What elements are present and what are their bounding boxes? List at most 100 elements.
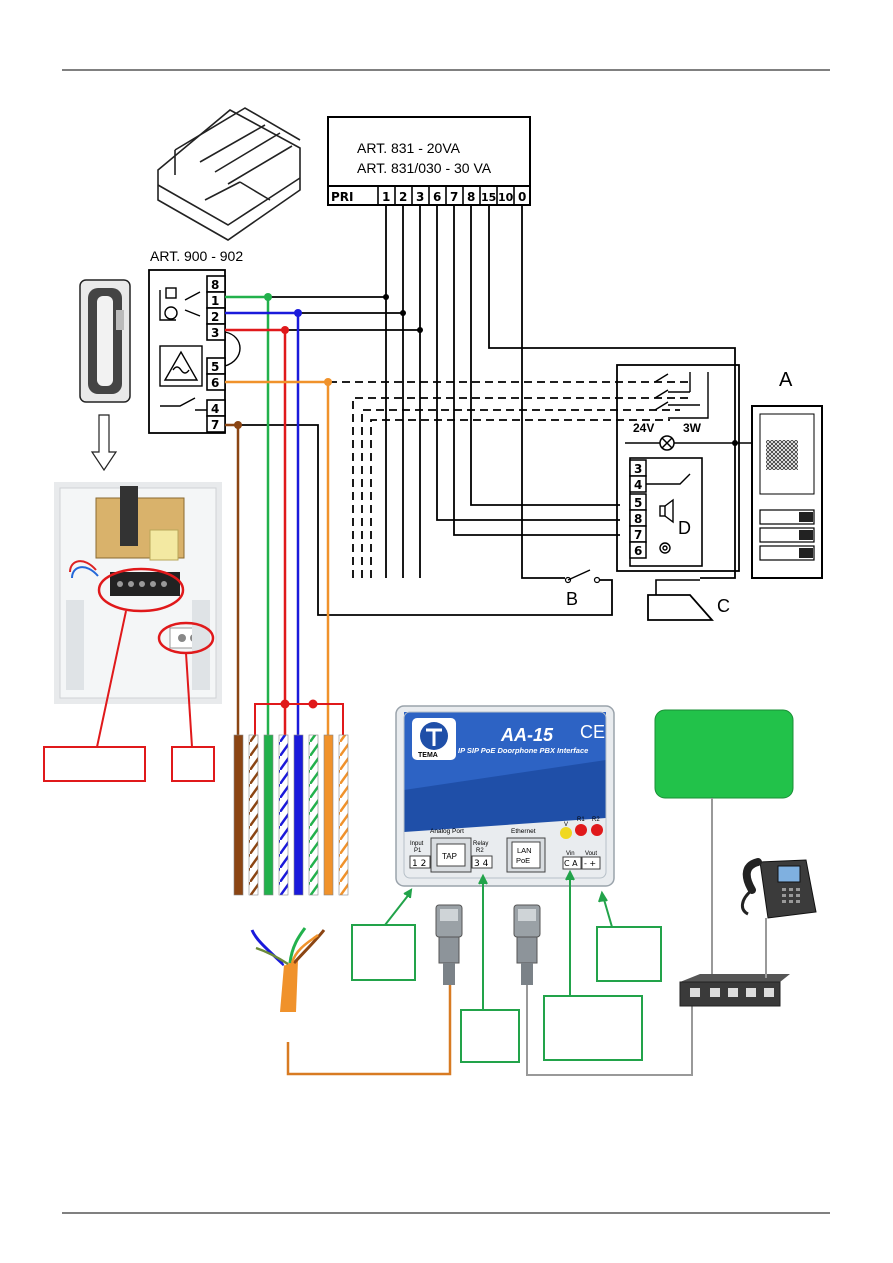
wire-brown [225, 423, 240, 735]
callout-box-terminal [43, 746, 146, 782]
handset-terminal-2: 2 [211, 310, 219, 324]
callout-relay [460, 1009, 520, 1063]
handset-title: ART. 900 - 902 [150, 248, 243, 264]
panel-terminal-6: 6 [634, 544, 642, 558]
handset-icon [79, 279, 131, 403]
rj45-plug-icon [435, 904, 463, 985]
wire-blue [225, 311, 300, 735]
aa15-device: TEMA AA-15 CE IP SIP PoE Doorphone PBX I… [395, 705, 615, 887]
cable-to-tap [286, 985, 452, 1076]
lock-label: C [717, 596, 730, 616]
handset-terminal-4: 4 [211, 402, 219, 416]
red-callouts [43, 610, 215, 782]
panel-label: A [779, 369, 793, 391]
terminal-3: 3 [416, 190, 424, 204]
r2-label: R2 [476, 848, 484, 854]
handset-terminal-1: 1 [211, 294, 219, 308]
input-pins: 1 2 [412, 859, 426, 869]
handset-open-photo [54, 482, 222, 704]
ethernet-label: Ethernet [511, 828, 536, 835]
input-label: Input [410, 841, 424, 847]
lan-cable [526, 985, 693, 1076]
led-r1 [575, 824, 587, 836]
transformer-wires [385, 205, 736, 579]
tema-logo: TEMA [412, 718, 456, 760]
terminal-8: 8 [467, 190, 475, 204]
callout-input [351, 924, 416, 981]
phone-icon [741, 858, 817, 919]
pbx-box [654, 709, 794, 799]
handset-wires [225, 296, 613, 616]
ce-mark: CE [580, 722, 605, 742]
handset-terminal-6: 6 [211, 376, 219, 390]
led-r2 [591, 824, 603, 836]
vin-label: Vin [566, 851, 575, 857]
handset-block: 8 1 2 3 5 6 4 7 [148, 269, 241, 434]
wire-junctions [383, 294, 423, 333]
cable-wires [225, 295, 330, 735]
callout-power [543, 995, 643, 1061]
terminal-10: 10 [498, 191, 514, 204]
panel-terminal-8: 8 [634, 512, 642, 526]
panel-terminal-3: 3 [634, 462, 642, 476]
brand-name: TEMA [418, 752, 438, 759]
lamp-icon [659, 435, 675, 451]
terminal-2: 2 [399, 190, 407, 204]
transformer-line2: ART. 831/030 - 30 VA [357, 160, 492, 176]
terminal-6: 6 [433, 190, 441, 204]
terminal-0: 0 [518, 190, 526, 204]
handset-terminal-3: 3 [211, 326, 219, 340]
callout-vout [596, 926, 662, 982]
din-module-icon [157, 107, 301, 241]
led-v [560, 827, 572, 839]
terminal-pri: PRI [331, 190, 354, 204]
panel-terminal-4: 4 [634, 478, 642, 492]
vout-pins: - + [584, 859, 596, 868]
lamp-voltage: 24V [633, 421, 654, 435]
door-panel-module: 24V 3W 3 4 5 8 7 6 D [616, 364, 752, 572]
panel-terminal-5: 5 [634, 496, 642, 510]
transformer: ART. 831 - 20VA ART. 831/030 - 30 VA PRI… [327, 116, 531, 206]
led-r2-label: R2 [592, 817, 600, 823]
cable-bundle-icon [250, 927, 326, 1012]
handset-terminal-5: 5 [211, 360, 219, 374]
module-label: D [678, 518, 691, 538]
transformer-line1: ART. 831 - 20VA [357, 140, 461, 156]
led-v-label: V [564, 822, 568, 828]
poe-label: PoE [516, 856, 530, 865]
vin-pins: C A [564, 859, 578, 868]
cable-ends [233, 734, 349, 896]
tap-label: TAP [442, 852, 457, 861]
button-label: B [566, 589, 578, 609]
lan-label: LAN [517, 846, 532, 855]
network-switch-icon [679, 974, 790, 1007]
handset-terminal-8: 8 [211, 278, 219, 292]
wire-orange [225, 380, 330, 735]
lamp-power: 3W [683, 421, 702, 435]
callout-box-connector [171, 746, 215, 782]
device-subtitle: IP SIP PoE Doorphone PBX Interface [458, 746, 588, 755]
terminal-15: 15 [481, 191, 496, 204]
door-station [751, 405, 823, 579]
led-r1-label: R1 [577, 817, 585, 823]
wire-red [225, 328, 287, 735]
vout-label: Vout [585, 851, 597, 857]
p1-label: P1 [414, 848, 422, 854]
panel-terminal-7: 7 [634, 528, 642, 542]
analog-port-label: Analog Port [430, 828, 464, 835]
terminal-1: 1 [382, 190, 390, 204]
speaker-icon [659, 498, 674, 524]
door-button: B [564, 569, 601, 609]
dashed-wires [225, 381, 690, 578]
relay-pins: 3 4 [474, 859, 489, 869]
wire-dots [234, 293, 332, 429]
relay-label: Relay [473, 841, 488, 847]
bridge-wire [254, 699, 344, 735]
down-arrow-icon [90, 414, 118, 472]
handset-terminal-7: 7 [211, 418, 219, 432]
green-callouts [351, 869, 662, 1063]
terminal-7: 7 [450, 190, 458, 204]
microphone-icon [659, 542, 671, 554]
door-lock: C [647, 579, 730, 621]
